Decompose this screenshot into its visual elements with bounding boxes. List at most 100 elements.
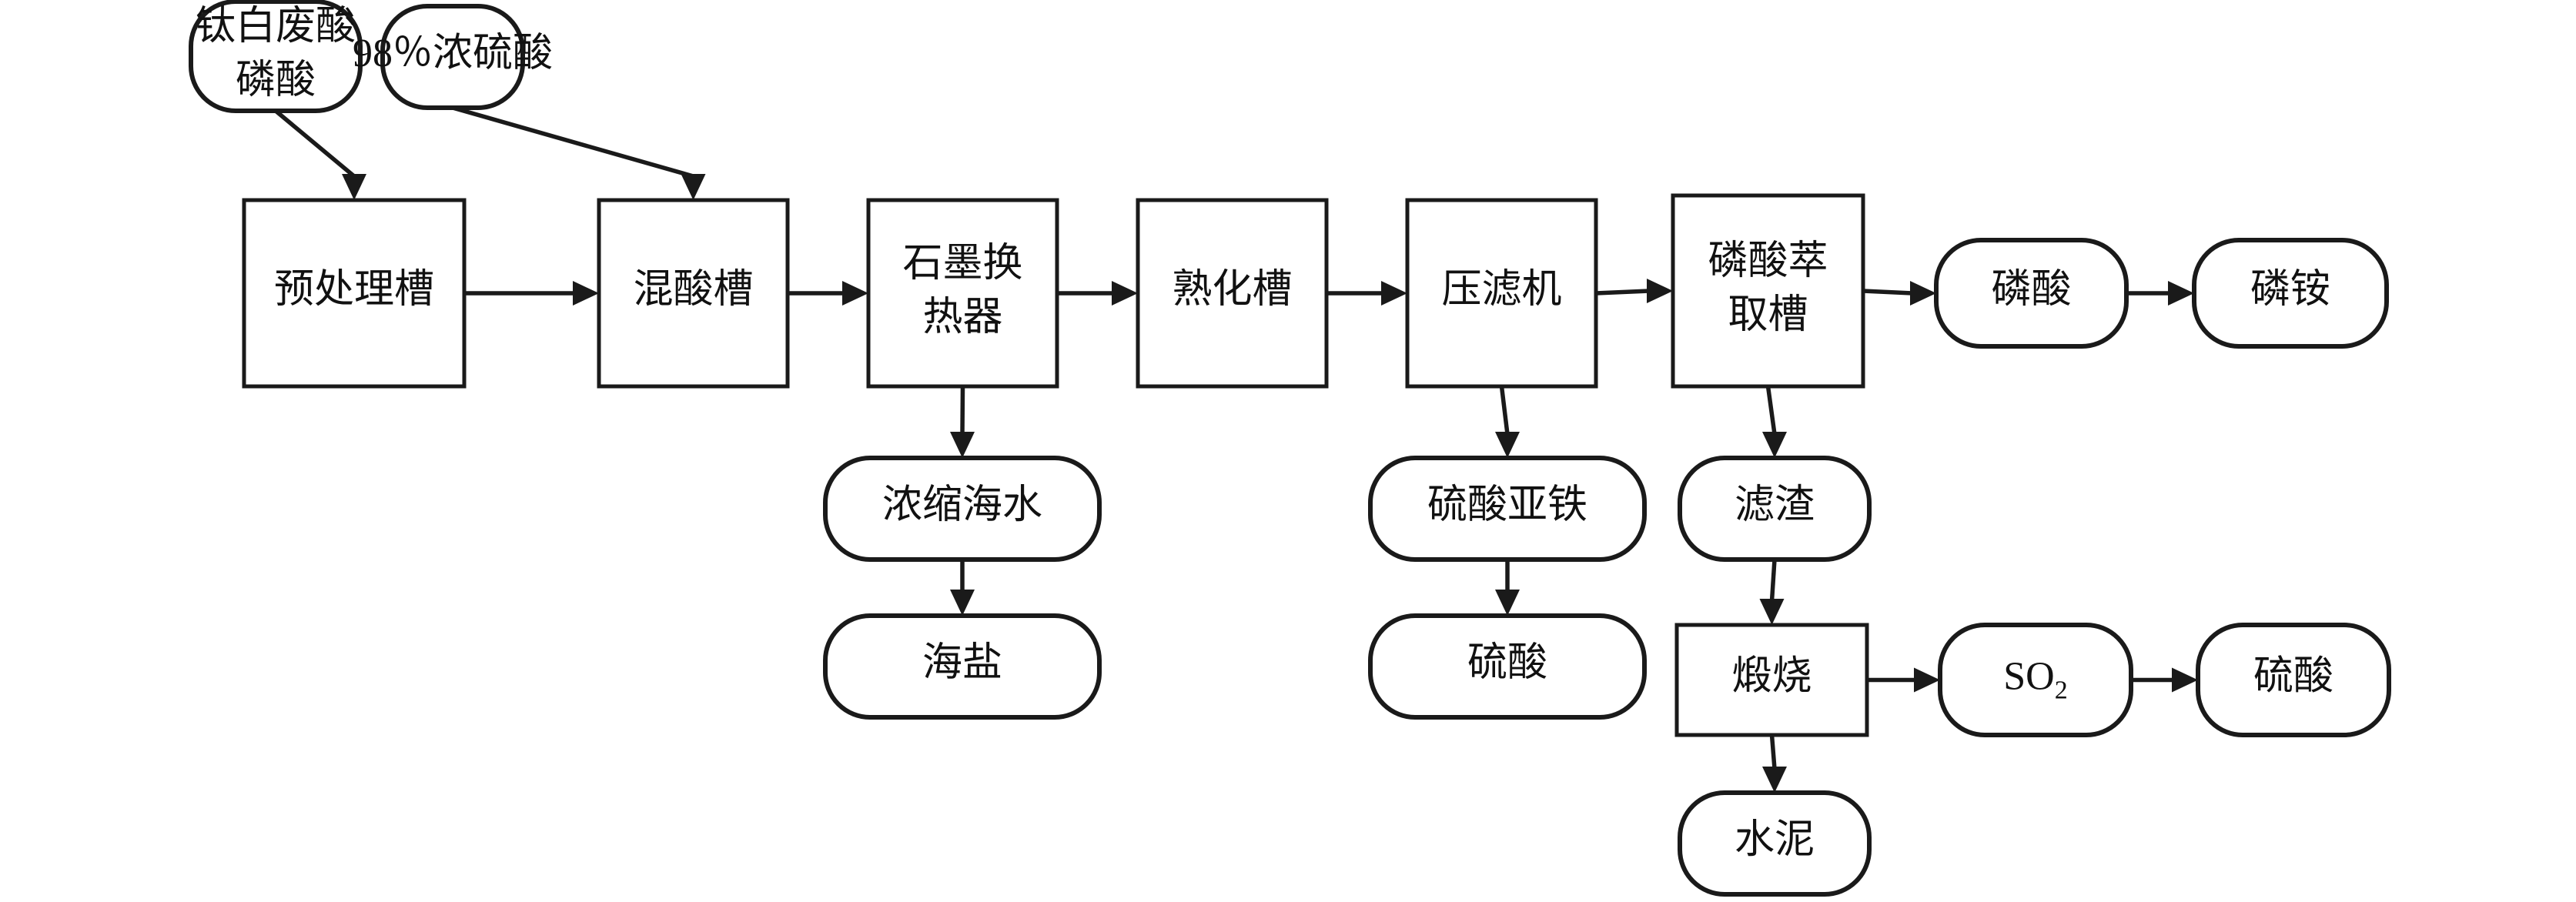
edge-pretreat_to_mixacid xyxy=(464,281,599,306)
node-sulfuric_acid_a[interactable]: 硫酸 xyxy=(1368,613,1647,720)
node-label: 硫酸 xyxy=(1467,641,1547,685)
node-ferrous_sulfate[interactable]: 硫酸亚铁 xyxy=(1368,456,1647,562)
node-calcination[interactable]: 煅烧 xyxy=(1674,623,1869,737)
edge-arrowhead xyxy=(842,281,868,306)
edge-residue_to_calcination xyxy=(1759,559,1785,625)
node-phosphoric_acid[interactable]: 磷酸 xyxy=(1934,238,2129,349)
edge-arrowhead xyxy=(342,174,366,200)
node-shape-rect xyxy=(242,198,467,389)
node-label: 混酸槽 xyxy=(633,268,753,312)
node-pretreat_tank[interactable]: 预处理槽 xyxy=(242,198,467,389)
edge-calcination_to_cement xyxy=(1762,734,1787,793)
edge-arrowhead xyxy=(1647,279,1673,303)
node-shape-rounded xyxy=(380,4,525,110)
edge-hx_to_aging xyxy=(1057,281,1138,306)
node-label: 浓缩海水 xyxy=(882,483,1042,527)
node-shape-rounded xyxy=(823,613,1102,720)
node-feed_sulfuric[interactable]: 98％浓硫酸 xyxy=(353,4,553,110)
edge-arrowhead xyxy=(1495,432,1520,458)
node-label-line1: 磷酸萃 xyxy=(1708,239,1828,283)
edge-arrowhead xyxy=(1759,599,1785,625)
edge-phosacid_to_ammphos xyxy=(2126,281,2194,306)
node-so2[interactable]: SO2 xyxy=(1938,623,2133,737)
node-shape-rounded xyxy=(2192,238,2389,349)
node-label: 压滤机 xyxy=(1441,268,1561,312)
node-filter_press[interactable]: 压滤机 xyxy=(1405,198,1598,389)
edge-aging_to_press xyxy=(1326,281,1407,306)
edge-line xyxy=(1595,289,1650,296)
node-label: 硫酸亚铁 xyxy=(1427,483,1587,527)
edge-line xyxy=(1769,734,1777,770)
node-label: 98％浓硫酸 xyxy=(353,32,553,75)
node-label: 煅烧 xyxy=(1731,654,1812,698)
edge-ferrous_to_sulfacid xyxy=(1495,560,1520,616)
node-label-line2: 热器 xyxy=(922,296,1002,339)
edge-arrowhead xyxy=(573,281,599,306)
edge-arrowhead xyxy=(1381,281,1407,306)
node-sea_salt[interactable]: 海盐 xyxy=(823,613,1102,720)
edge-line xyxy=(1769,559,1777,602)
node-mixacid_tank[interactable]: 混酸槽 xyxy=(597,198,790,389)
edge-arrowhead xyxy=(950,432,975,458)
edge-arrowhead xyxy=(1910,281,1936,306)
node-shape-rect xyxy=(1674,623,1869,737)
edge-arrowhead xyxy=(1914,667,1940,693)
edge-press_to_extract xyxy=(1595,279,1673,303)
edges-layer xyxy=(274,105,2198,793)
node-shape-rounded xyxy=(2196,623,2391,737)
node-label: 熟化槽 xyxy=(1172,268,1292,312)
edge-mixacid_to_hx xyxy=(788,281,868,306)
nodes-layer: 钛白废酸磷酸98％浓硫酸预处理槽混酸槽石墨换热器熟化槽压滤机磷酸萃取槽磷酸磷铵浓… xyxy=(189,0,2391,897)
node-shape-rounded xyxy=(1368,456,1647,562)
edge-arrowhead xyxy=(2168,281,2194,306)
edge-line xyxy=(452,105,694,179)
edge-line xyxy=(1499,386,1510,435)
edge-calcination_to_so2 xyxy=(1867,667,1940,693)
node-ammonium_phosphate[interactable]: 磷铵 xyxy=(2192,238,2389,349)
edge-arrowhead xyxy=(1495,590,1520,616)
node-label: 硫酸 xyxy=(2253,654,2333,698)
edge-press_to_ferrous xyxy=(1495,386,1520,458)
node-label-line2: 磷酸 xyxy=(236,58,316,102)
edge-arrowhead xyxy=(681,174,706,200)
node-shape-rect xyxy=(866,198,1059,389)
node-label: 水泥 xyxy=(1735,818,1815,862)
edge-hx_to_seawater xyxy=(950,386,975,458)
edge-so2_to_sulfacid xyxy=(2131,667,2198,693)
node-shape-rounded xyxy=(1368,613,1647,720)
node-aging_tank[interactable]: 熟化槽 xyxy=(1136,198,1329,389)
node-label-line2: 取槽 xyxy=(1728,293,1808,337)
edge-line xyxy=(1765,386,1777,435)
node-label: 滤渣 xyxy=(1735,483,1815,527)
node-shape-rect xyxy=(1671,193,1865,389)
node-label-subscript: 2 xyxy=(2055,676,2068,704)
node-label: 磷酸 xyxy=(1991,268,2071,312)
edge-waste_to_pretreat xyxy=(274,109,366,200)
node-shape-rounded xyxy=(189,0,363,113)
node-cement[interactable]: 水泥 xyxy=(1678,790,1872,897)
node-shape-rect xyxy=(1136,198,1329,389)
node-shape-rect xyxy=(1405,198,1598,389)
node-label: 海盐 xyxy=(922,641,1002,685)
edge-arrowhead xyxy=(1762,767,1787,793)
node-filter_residue[interactable]: 滤渣 xyxy=(1678,456,1872,562)
edge-arrowhead xyxy=(1112,281,1138,306)
node-label-line1: 石墨换 xyxy=(902,242,1022,286)
node-shape-rounded xyxy=(1938,623,2133,737)
node-sulfuric_acid_b[interactable]: 硫酸 xyxy=(2196,623,2391,737)
edge-line xyxy=(960,386,965,435)
node-concentrated_seawater[interactable]: 浓缩海水 xyxy=(823,456,1102,562)
edge-arrowhead xyxy=(950,590,975,616)
node-shape-rounded xyxy=(1934,238,2129,349)
edge-extract_to_phosacid xyxy=(1862,281,1936,306)
edge-line xyxy=(274,109,356,179)
node-label: 磷铵 xyxy=(2250,268,2330,312)
node-shape-rounded xyxy=(1678,790,1872,897)
node-shape-rounded xyxy=(823,456,1102,562)
node-shape-rounded xyxy=(1678,456,1872,562)
edge-extract_to_residue xyxy=(1762,386,1787,458)
